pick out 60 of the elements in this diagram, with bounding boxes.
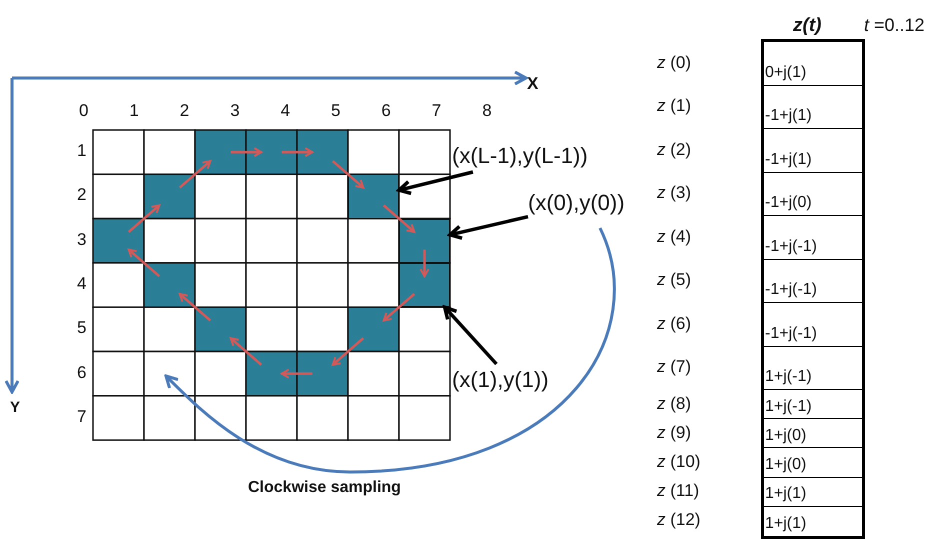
- axis-label: Y: [10, 400, 20, 416]
- column-number: 1: [129, 102, 139, 121]
- leader-arrow: [442, 305, 498, 366]
- axis-label: X: [527, 75, 538, 94]
- column-number: 4: [280, 102, 290, 121]
- row-label: z (5): [657, 271, 691, 290]
- row-label: z (8): [657, 394, 691, 414]
- table-cell: 1+j(0): [764, 448, 862, 478]
- leader-arrow: [397, 170, 474, 196]
- table-cell: -1+j(1): [764, 86, 862, 129]
- row-number: 4: [77, 274, 86, 294]
- range-note: t =0..12: [864, 16, 925, 36]
- row-label: z (11): [657, 482, 700, 501]
- row-number: 7: [77, 408, 86, 426]
- row-number: 1: [77, 142, 86, 161]
- point-label: (x(1),y(1)): [452, 364, 570, 396]
- row-label: z (6): [657, 314, 691, 334]
- row-label: z (4): [657, 228, 691, 246]
- row-number: 6: [77, 364, 86, 382]
- column-number: 5: [331, 102, 340, 121]
- chain-arrow: [382, 204, 416, 233]
- chain-arrow: [332, 160, 364, 189]
- shaded-pixel: [399, 262, 450, 308]
- chain-arrow: [420, 250, 430, 278]
- column-number: 7: [432, 102, 442, 121]
- leader-arrow: [448, 215, 528, 240]
- row-label: z (7): [657, 358, 691, 377]
- row-label: z (2): [657, 140, 691, 160]
- column-number: 0: [79, 102, 88, 121]
- chain-arrow: [382, 292, 416, 322]
- row-label: z (1): [657, 97, 691, 116]
- row-label: z (10): [657, 453, 700, 472]
- row-label: z (9): [657, 424, 691, 442]
- shaded-pixel: [399, 218, 450, 263]
- point-label: (x(L-1),y(L-1)): [452, 140, 624, 172]
- row-label: z (3): [657, 184, 691, 203]
- table-cell: 1+j(-1): [764, 346, 862, 390]
- row-number: 2: [77, 186, 86, 205]
- table-cell: -1+j(-1): [764, 216, 862, 260]
- column-number: 3: [230, 102, 240, 121]
- table-cell: 1+j(1): [764, 478, 862, 507]
- row-label: z (12): [657, 511, 700, 530]
- column-number: 2: [180, 102, 190, 121]
- table-cell: 0+j(1): [764, 42, 862, 86]
- row-number: 3: [77, 230, 86, 250]
- row-label: z (0): [657, 54, 691, 72]
- table-cell: 1+j(-1): [764, 390, 862, 420]
- column-number: 6: [381, 102, 391, 121]
- row-number: 5: [77, 319, 86, 338]
- column-header: z(t): [793, 16, 822, 37]
- table-cell-text: 1+j(1): [764, 514, 808, 534]
- point-label: (x(0),y(0)): [528, 187, 646, 219]
- table-cell: -1+j(-1): [764, 303, 862, 346]
- table-cell: 1+j(0): [764, 419, 862, 448]
- caption-text: Clockwise sampling: [248, 479, 401, 497]
- column-number: 8: [482, 102, 492, 121]
- table-cell: -1+j(0): [764, 172, 862, 216]
- table-cell: -1+j(1): [764, 129, 862, 172]
- table-cell: -1+j(-1): [764, 260, 862, 303]
- shaded-pixel: [348, 174, 399, 219]
